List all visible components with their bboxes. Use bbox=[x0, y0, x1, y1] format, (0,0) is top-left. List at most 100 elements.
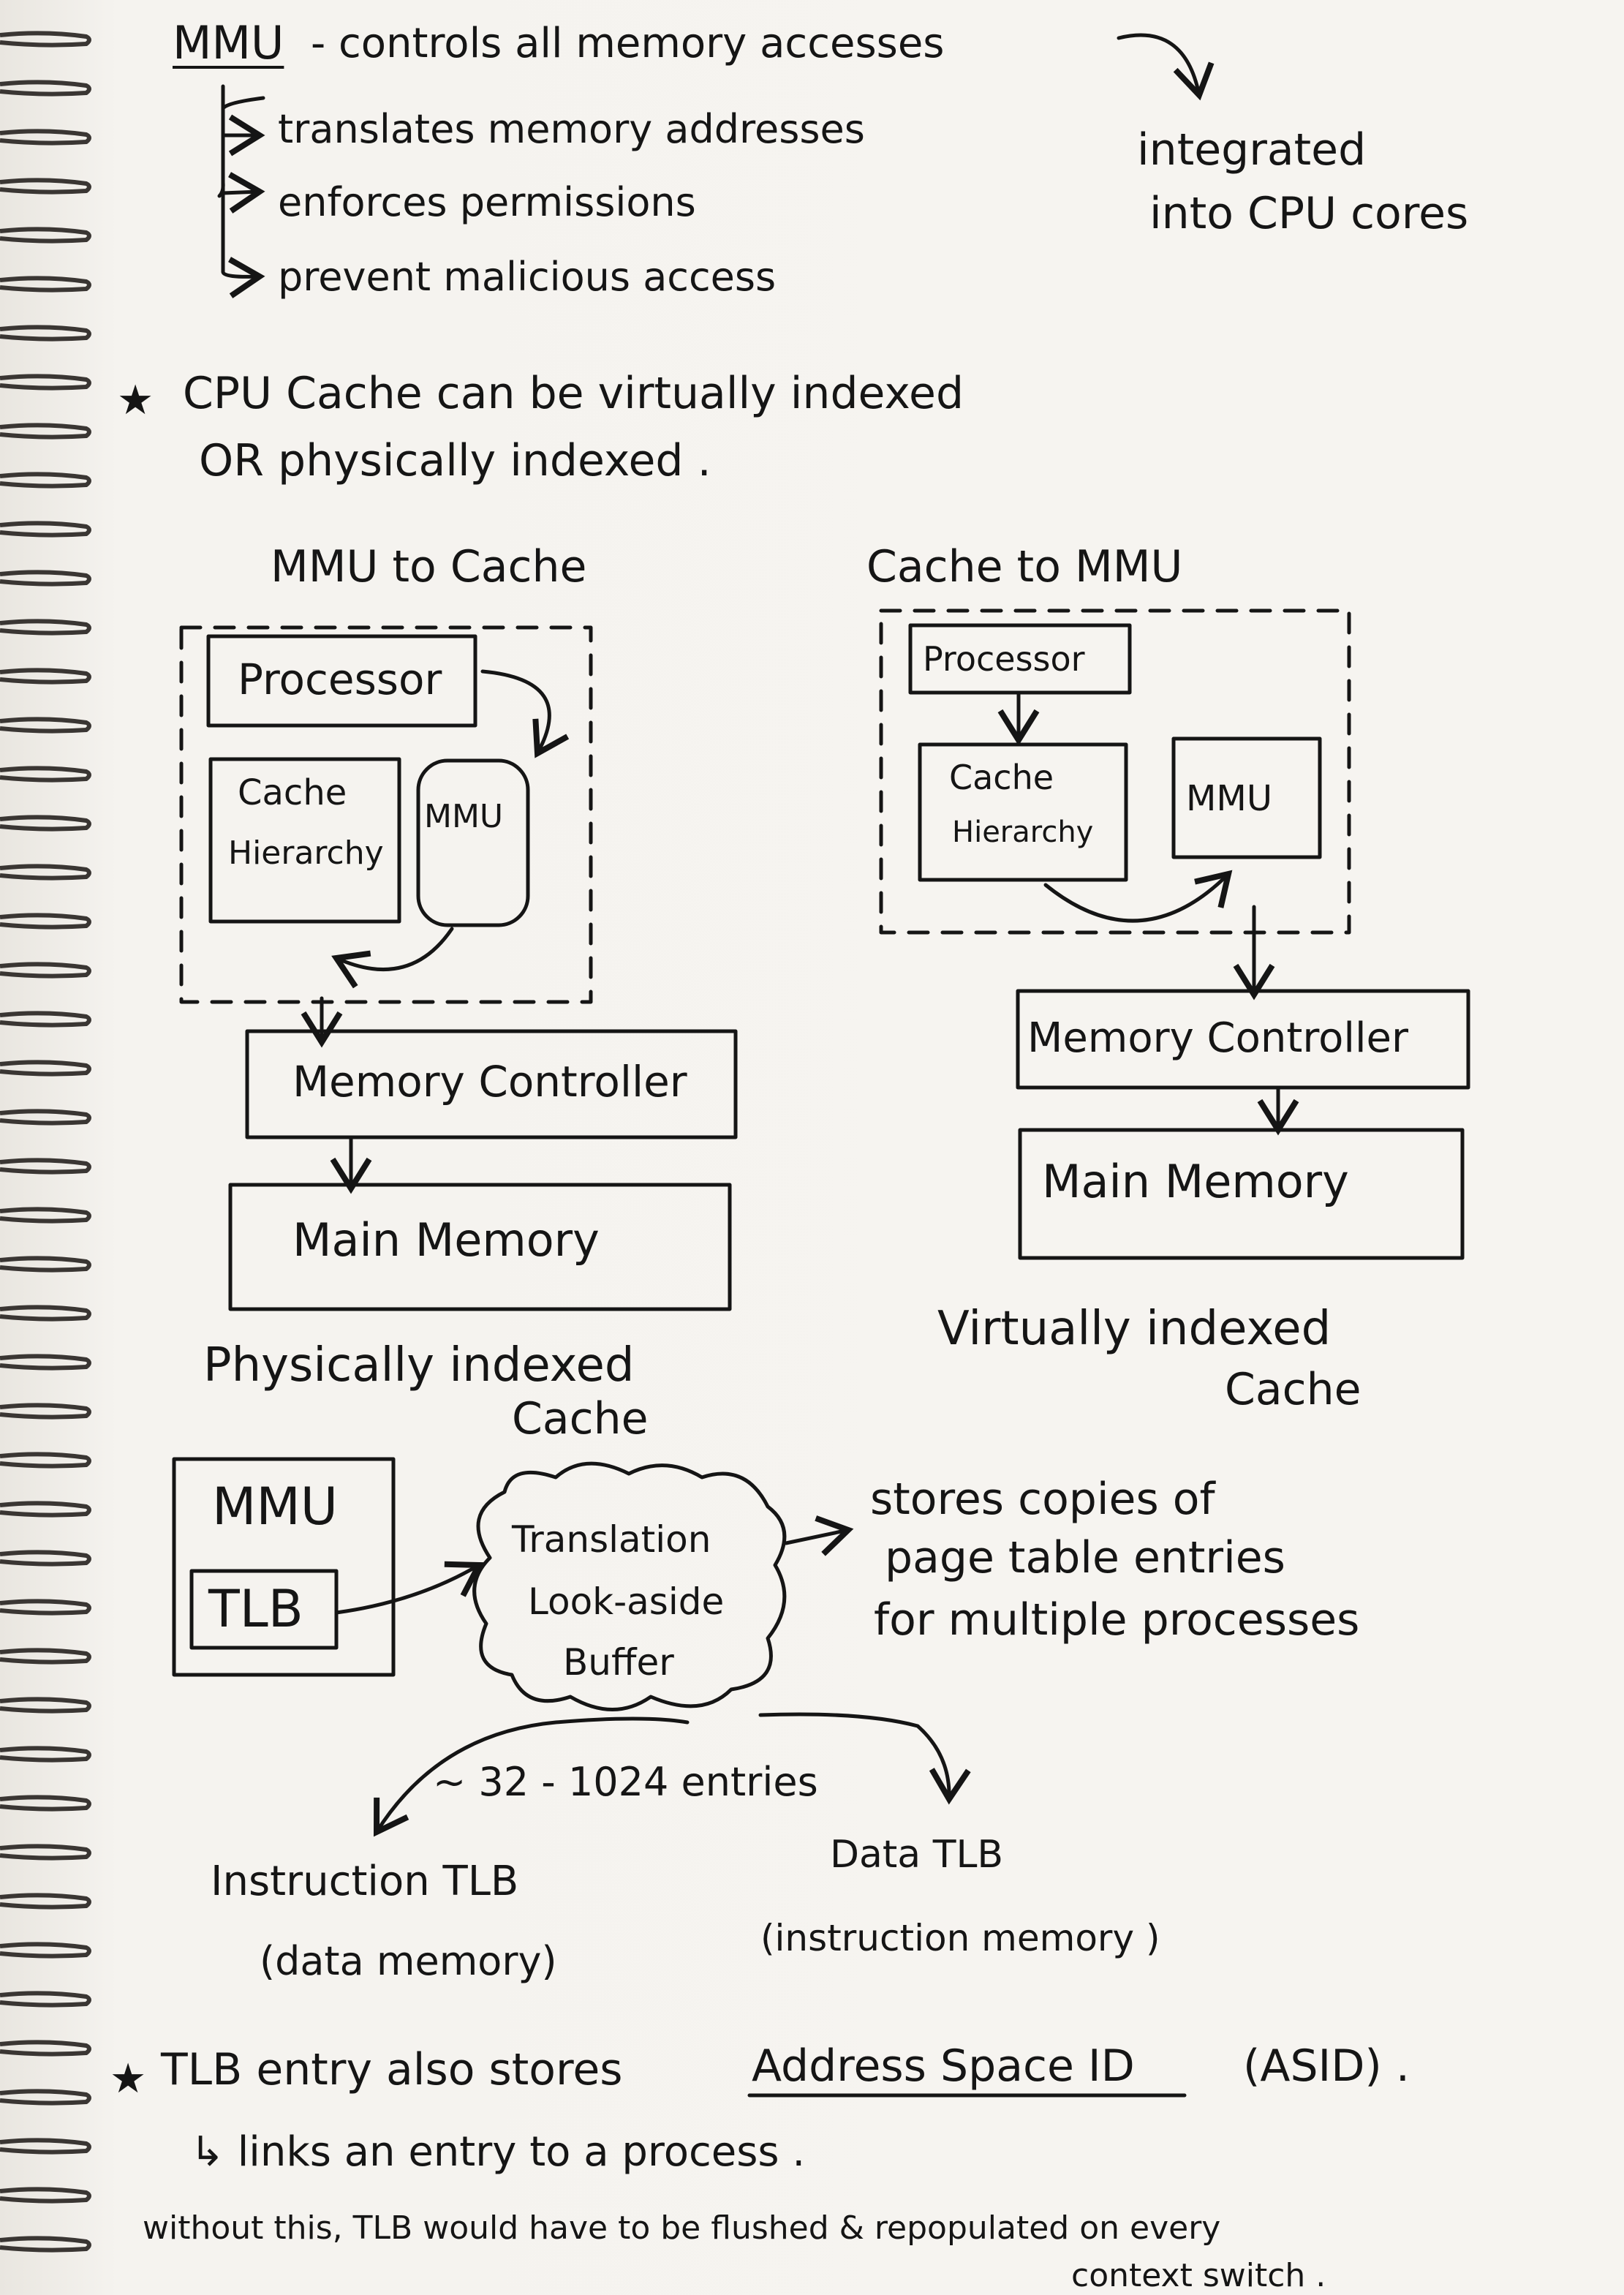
binding-coil bbox=[0, 1354, 91, 1371]
binding-coil bbox=[0, 570, 91, 587]
binding-coil bbox=[0, 1550, 91, 1567]
left-mmu-to-cache-arrow bbox=[331, 927, 454, 989]
binding-coil bbox=[0, 1109, 91, 1126]
side-note-line2: into CPU cores bbox=[1149, 188, 1469, 239]
instruction-tlb-sub: (data memory) bbox=[260, 1938, 557, 1984]
asid-line2: ↳ links an entry to a process . bbox=[190, 2128, 806, 2176]
mmu-heading: MMU bbox=[173, 16, 284, 69]
bullet-enforces: enforces permissions bbox=[278, 179, 696, 225]
data-tlb-label: Data TLB bbox=[830, 1833, 1004, 1877]
binding-coil bbox=[0, 2089, 91, 2106]
binding-coil bbox=[0, 325, 91, 342]
binding-coil bbox=[0, 423, 91, 440]
tlb-inner-box bbox=[189, 1569, 339, 1650]
binding-coil bbox=[0, 1305, 91, 1322]
mmu-box-label: MMU bbox=[212, 1477, 339, 1537]
cloud-line2: Look-aside bbox=[528, 1580, 725, 1623]
binding-coil bbox=[0, 668, 91, 685]
binding-coil bbox=[0, 178, 91, 195]
left-diagram-title: MMU to Cache bbox=[271, 541, 587, 592]
cache-note-line1: CPU Cache can be virtually indexed bbox=[183, 368, 964, 419]
binding-coil bbox=[0, 1648, 91, 1665]
bullet-prevent: prevent malicious access bbox=[278, 254, 777, 300]
cloud-line1: Translation bbox=[512, 1518, 711, 1561]
tlb-to-cloud-arrow bbox=[334, 1561, 484, 1615]
curved-arrow-integrated bbox=[1117, 33, 1215, 101]
tlb-cloud bbox=[472, 1461, 787, 1711]
instruction-tlb-label: Instruction TLB bbox=[211, 1858, 519, 1905]
right-caption-line1: Virtually indexed bbox=[937, 1302, 1332, 1356]
right-cache-box bbox=[918, 742, 1128, 882]
binding-coil bbox=[0, 374, 91, 391]
left-cache-label-1: Cache bbox=[238, 772, 347, 813]
left-caption-line1: Physically indexed bbox=[203, 1338, 635, 1393]
star-icon: ★ bbox=[117, 377, 154, 424]
left-processor-label: Processor bbox=[238, 655, 442, 704]
left-main-memory-label: Main Memory bbox=[292, 1213, 600, 1267]
bullet-arrow-2 bbox=[221, 172, 265, 214]
stores-note-line3: for multiple processes bbox=[874, 1594, 1360, 1646]
left-memctrl-box bbox=[245, 1029, 738, 1139]
binding-coil bbox=[0, 1158, 91, 1175]
side-note-line1: integrated bbox=[1137, 124, 1367, 176]
binding-coil bbox=[0, 1256, 91, 1273]
binding-coil bbox=[0, 1060, 91, 1077]
binding-coil bbox=[0, 619, 91, 636]
binding-coil bbox=[0, 472, 91, 489]
binding-coil bbox=[0, 31, 91, 48]
entries-count: ~ 32 - 1024 entries bbox=[433, 1759, 818, 1805]
right-memctrl-label: Memory Controller bbox=[1027, 1014, 1409, 1062]
asid-line1-post: (ASID) . bbox=[1243, 2040, 1410, 2092]
asid-line1-pre: TLB entry also stores bbox=[161, 2044, 623, 2095]
binding-coil bbox=[0, 80, 91, 97]
binding-coil bbox=[0, 766, 91, 783]
left-mmu-label: MMU bbox=[424, 798, 504, 835]
star-icon: ★ bbox=[110, 2055, 147, 2103]
right-main-memory-box bbox=[1018, 1128, 1465, 1260]
binding-coil bbox=[0, 717, 91, 734]
binding-coil bbox=[0, 227, 91, 244]
left-memctrl-label: Memory Controller bbox=[292, 1057, 687, 1107]
left-mmu-box bbox=[416, 758, 530, 927]
right-memctrl-box bbox=[1016, 989, 1470, 1090]
binding-coil bbox=[0, 1893, 91, 1910]
stores-note-line2: page table entries bbox=[885, 1532, 1285, 1583]
binding-coil bbox=[0, 129, 91, 146]
binding-coil bbox=[0, 1452, 91, 1469]
right-main-memory-label: Main Memory bbox=[1042, 1155, 1349, 1208]
right-cache-label-2: Hierarchy bbox=[952, 815, 1094, 849]
cache-note-line2: OR physically indexed . bbox=[199, 435, 711, 486]
mmu-description: - controls all memory accesses bbox=[311, 20, 945, 67]
binding-coil bbox=[0, 1746, 91, 1763]
left-cache-label-2: Hierarchy bbox=[228, 834, 384, 872]
binding-coil bbox=[0, 276, 91, 293]
binding-coil bbox=[0, 864, 91, 881]
asid-line3: without this, TLB would have to be flush… bbox=[143, 2209, 1221, 2247]
binding-coil bbox=[0, 1844, 91, 1861]
binding-coil bbox=[0, 2040, 91, 2057]
binding-coil bbox=[0, 2138, 91, 2155]
cloud-to-note-arrow bbox=[784, 1515, 854, 1556]
asid-line4: context switch . bbox=[1071, 2257, 1326, 2294]
cloud-line3: Buffer bbox=[563, 1641, 674, 1684]
cloud-to-instruction-arrow bbox=[373, 1716, 690, 1837]
bullet-translates: translates memory addresses bbox=[278, 106, 865, 152]
data-tlb-sub: (instruction memory ) bbox=[760, 1917, 1160, 1959]
binding-coil bbox=[0, 1991, 91, 2008]
right-mmu-box bbox=[1171, 736, 1322, 859]
binding-coil bbox=[0, 815, 91, 832]
left-processor-box bbox=[206, 634, 477, 728]
right-diagram-title: Cache to MMU bbox=[866, 541, 1183, 592]
mmu-outer-box bbox=[172, 1457, 396, 1677]
cloud-to-data-arrow bbox=[758, 1712, 971, 1805]
right-cache-label-1: Cache bbox=[949, 758, 1054, 797]
right-processor-label: Processor bbox=[923, 639, 1085, 679]
bullet-arrow-3 bbox=[221, 181, 265, 298]
tlb-box-label: TLB bbox=[208, 1579, 303, 1639]
left-dashed-boundary bbox=[179, 625, 593, 1004]
right-dashed-boundary bbox=[879, 608, 1351, 935]
left-cache-box bbox=[208, 757, 401, 924]
binding-coil bbox=[0, 913, 91, 930]
binding-coil bbox=[0, 1403, 91, 1420]
binding-coil bbox=[0, 1501, 91, 1518]
